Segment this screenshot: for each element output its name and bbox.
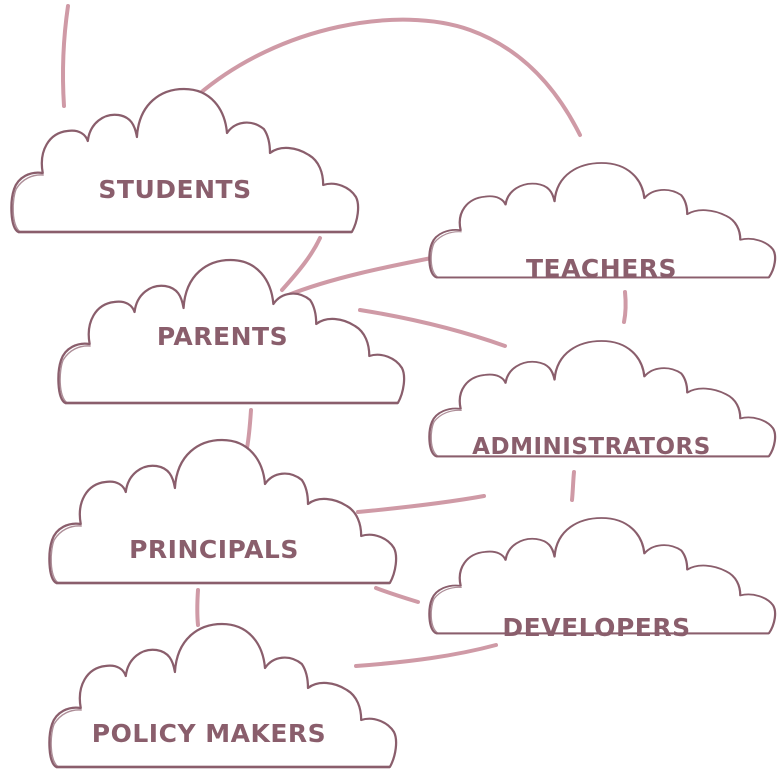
cloud-label-students: STUDENTS: [98, 175, 252, 204]
cloud-administrators[interactable]: ADMINISTRATORS: [428, 340, 777, 460]
edge-principals-developers: [374, 586, 420, 604]
cloud-policy-makers[interactable]: POLICY MAKERS: [48, 622, 398, 769]
edge-students-teachers: [196, 17, 582, 137]
edge-teachers-administrators: [622, 290, 628, 324]
cloud-principals[interactable]: PRINCIPALS: [48, 438, 398, 585]
cloud-shape: [48, 622, 398, 769]
edge-principals-policy: [195, 588, 200, 627]
edge-parents-teachers: [284, 254, 444, 298]
cloud-label-administrators: ADMINISTRATORS: [472, 434, 711, 460]
cloud-teachers[interactable]: TEACHERS: [428, 162, 777, 283]
cloud-parents[interactable]: PARENTS: [57, 258, 406, 405]
cloud-shape: [428, 517, 777, 635]
cloud-label-parents: PARENTS: [156, 322, 289, 351]
cloud-label-teachers: TEACHERS: [525, 254, 678, 283]
edge-parents-principals: [245, 408, 253, 450]
edge-top-left-stub: [61, 4, 70, 108]
edge-policy-developers: [354, 643, 498, 668]
cloud-label-policy-makers: POLICY MAKERS: [91, 719, 327, 748]
edge-administrators-principals: [356, 494, 486, 514]
cloud-shape: [48, 438, 398, 585]
cloud-students[interactable]: STUDENTS: [10, 87, 360, 234]
cloud-shape: [10, 87, 360, 234]
cloud-developers[interactable]: DEVELOPERS: [428, 517, 777, 642]
cloud-label-principals: PRINCIPALS: [129, 535, 299, 564]
edge-students-parents: [280, 236, 322, 292]
edge-administrators-developers: [570, 470, 576, 502]
cloud-shape: [428, 340, 777, 458]
cloud-label-developers: DEVELOPERS: [502, 613, 691, 642]
edge-parents-administrators: [358, 308, 507, 348]
cloud-shape: [57, 258, 406, 405]
cloud-shape: [428, 162, 777, 279]
